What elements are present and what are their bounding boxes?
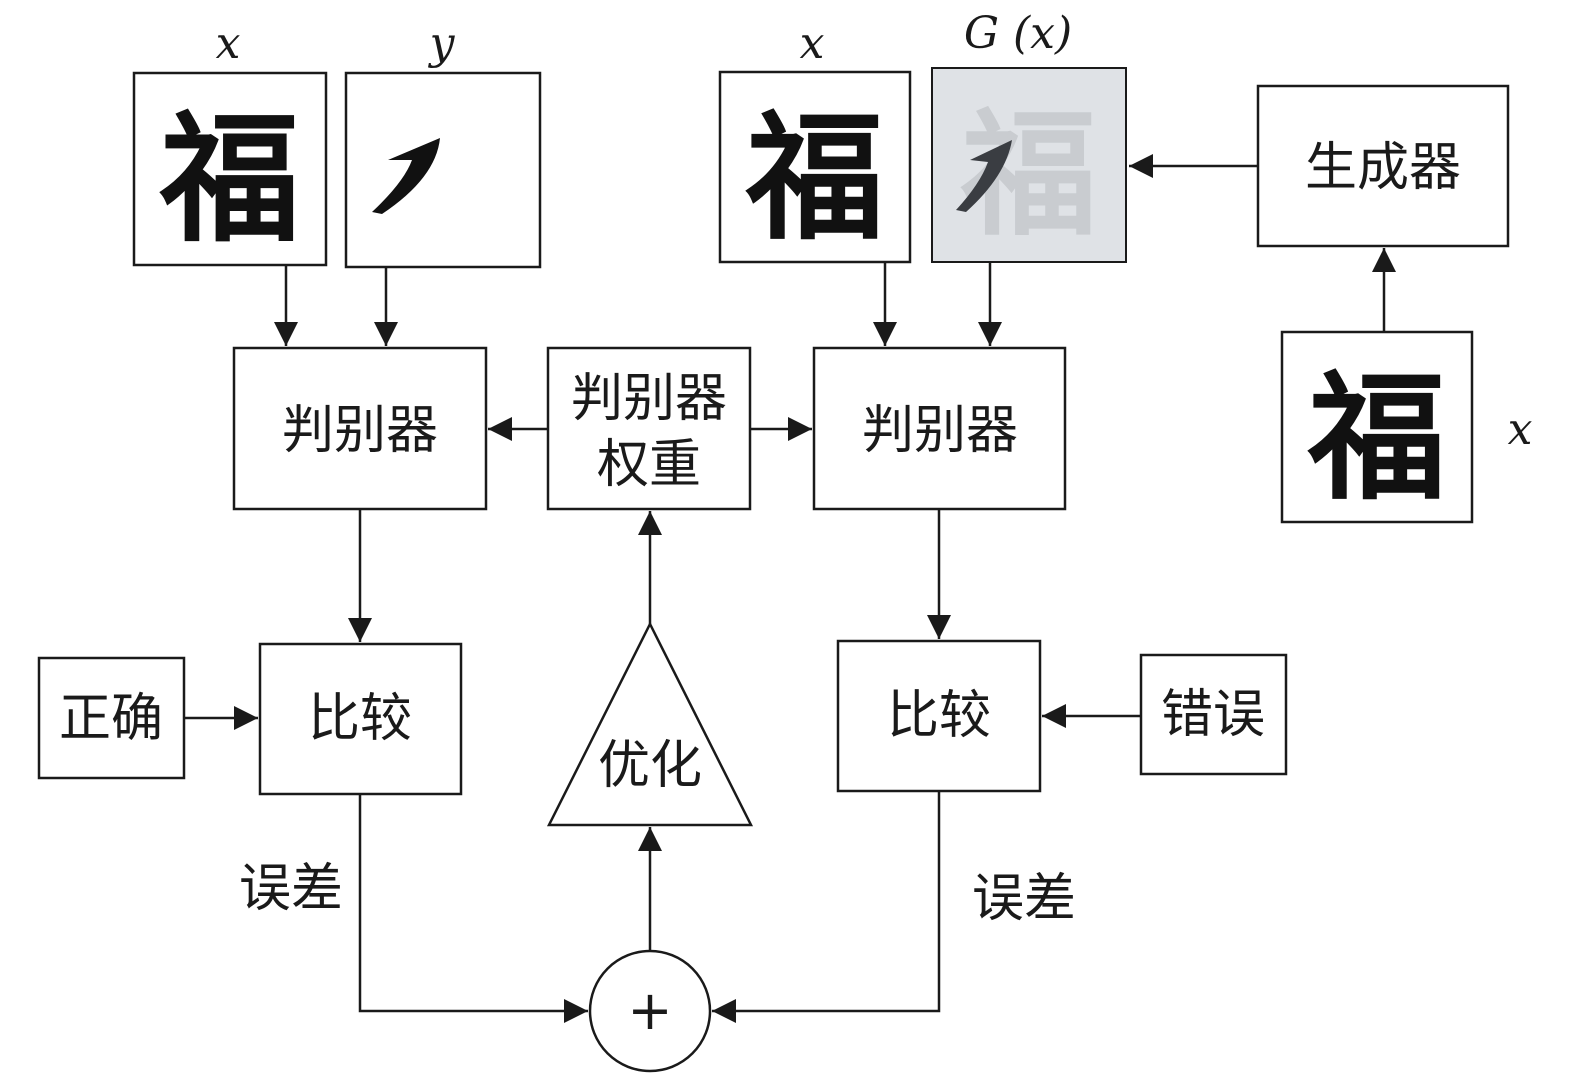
arrow-right-error-to-sum: [712, 791, 941, 1023]
svg-text:+: +: [627, 979, 672, 1042]
error-label-left: 误差: [239, 859, 343, 919]
discriminator-weights: 判别器 权重: [546, 346, 752, 511]
svg-text:比较: 比较: [887, 686, 991, 746]
svg-text:判别器: 判别器: [862, 401, 1018, 461]
arrow-left-error-to-sum: [358, 794, 588, 1023]
svg-text:判别器: 判别器: [571, 369, 727, 429]
x-label-2: x: [800, 18, 825, 69]
correct-block: 正确: [37, 656, 186, 780]
image-x-input: 福: [718, 70, 912, 264]
svg-text:正确: 正确: [59, 689, 163, 749]
error-label-right: 误差: [972, 869, 1076, 929]
connectors: [184, 154, 1396, 1023]
x-label-3: x: [1508, 404, 1533, 455]
wrong-block: 错误: [1139, 653, 1288, 776]
y-label: y: [428, 18, 456, 69]
character-image: 福: [159, 98, 300, 262]
image-y-target: [344, 71, 542, 269]
character-image: 福: [745, 96, 884, 259]
svg-text:判别器: 判别器: [282, 401, 438, 461]
svg-text:错误: 错误: [1161, 685, 1265, 745]
svg-text:生成器: 生成器: [1305, 138, 1461, 198]
compare-right: 比较: [836, 639, 1042, 793]
discriminator-left: 判别器: [232, 346, 488, 511]
svg-text:权重: 权重: [597, 435, 701, 495]
image-x-real: 福: [132, 71, 328, 267]
optimize-triangle: 优化: [546, 621, 754, 827]
character-image: 福: [1307, 356, 1446, 519]
sum-node: +: [588, 949, 712, 1073]
x-label-1: x: [216, 18, 241, 69]
stroke-image: [372, 138, 440, 214]
image-generated: 福: [931, 67, 1127, 263]
svg-text:优化: 优化: [598, 736, 702, 796]
image-x-source: 福: [1280, 330, 1474, 524]
gx-label: G (x): [964, 8, 1072, 59]
svg-text:比较: 比较: [308, 689, 412, 749]
compare-left: 比较: [258, 642, 463, 796]
discriminator-right: 判别器: [812, 346, 1067, 511]
generated-stroke-image: [956, 140, 1012, 212]
generator-block: 生成器: [1256, 84, 1510, 248]
faint-character-image: 福: [960, 95, 1097, 255]
